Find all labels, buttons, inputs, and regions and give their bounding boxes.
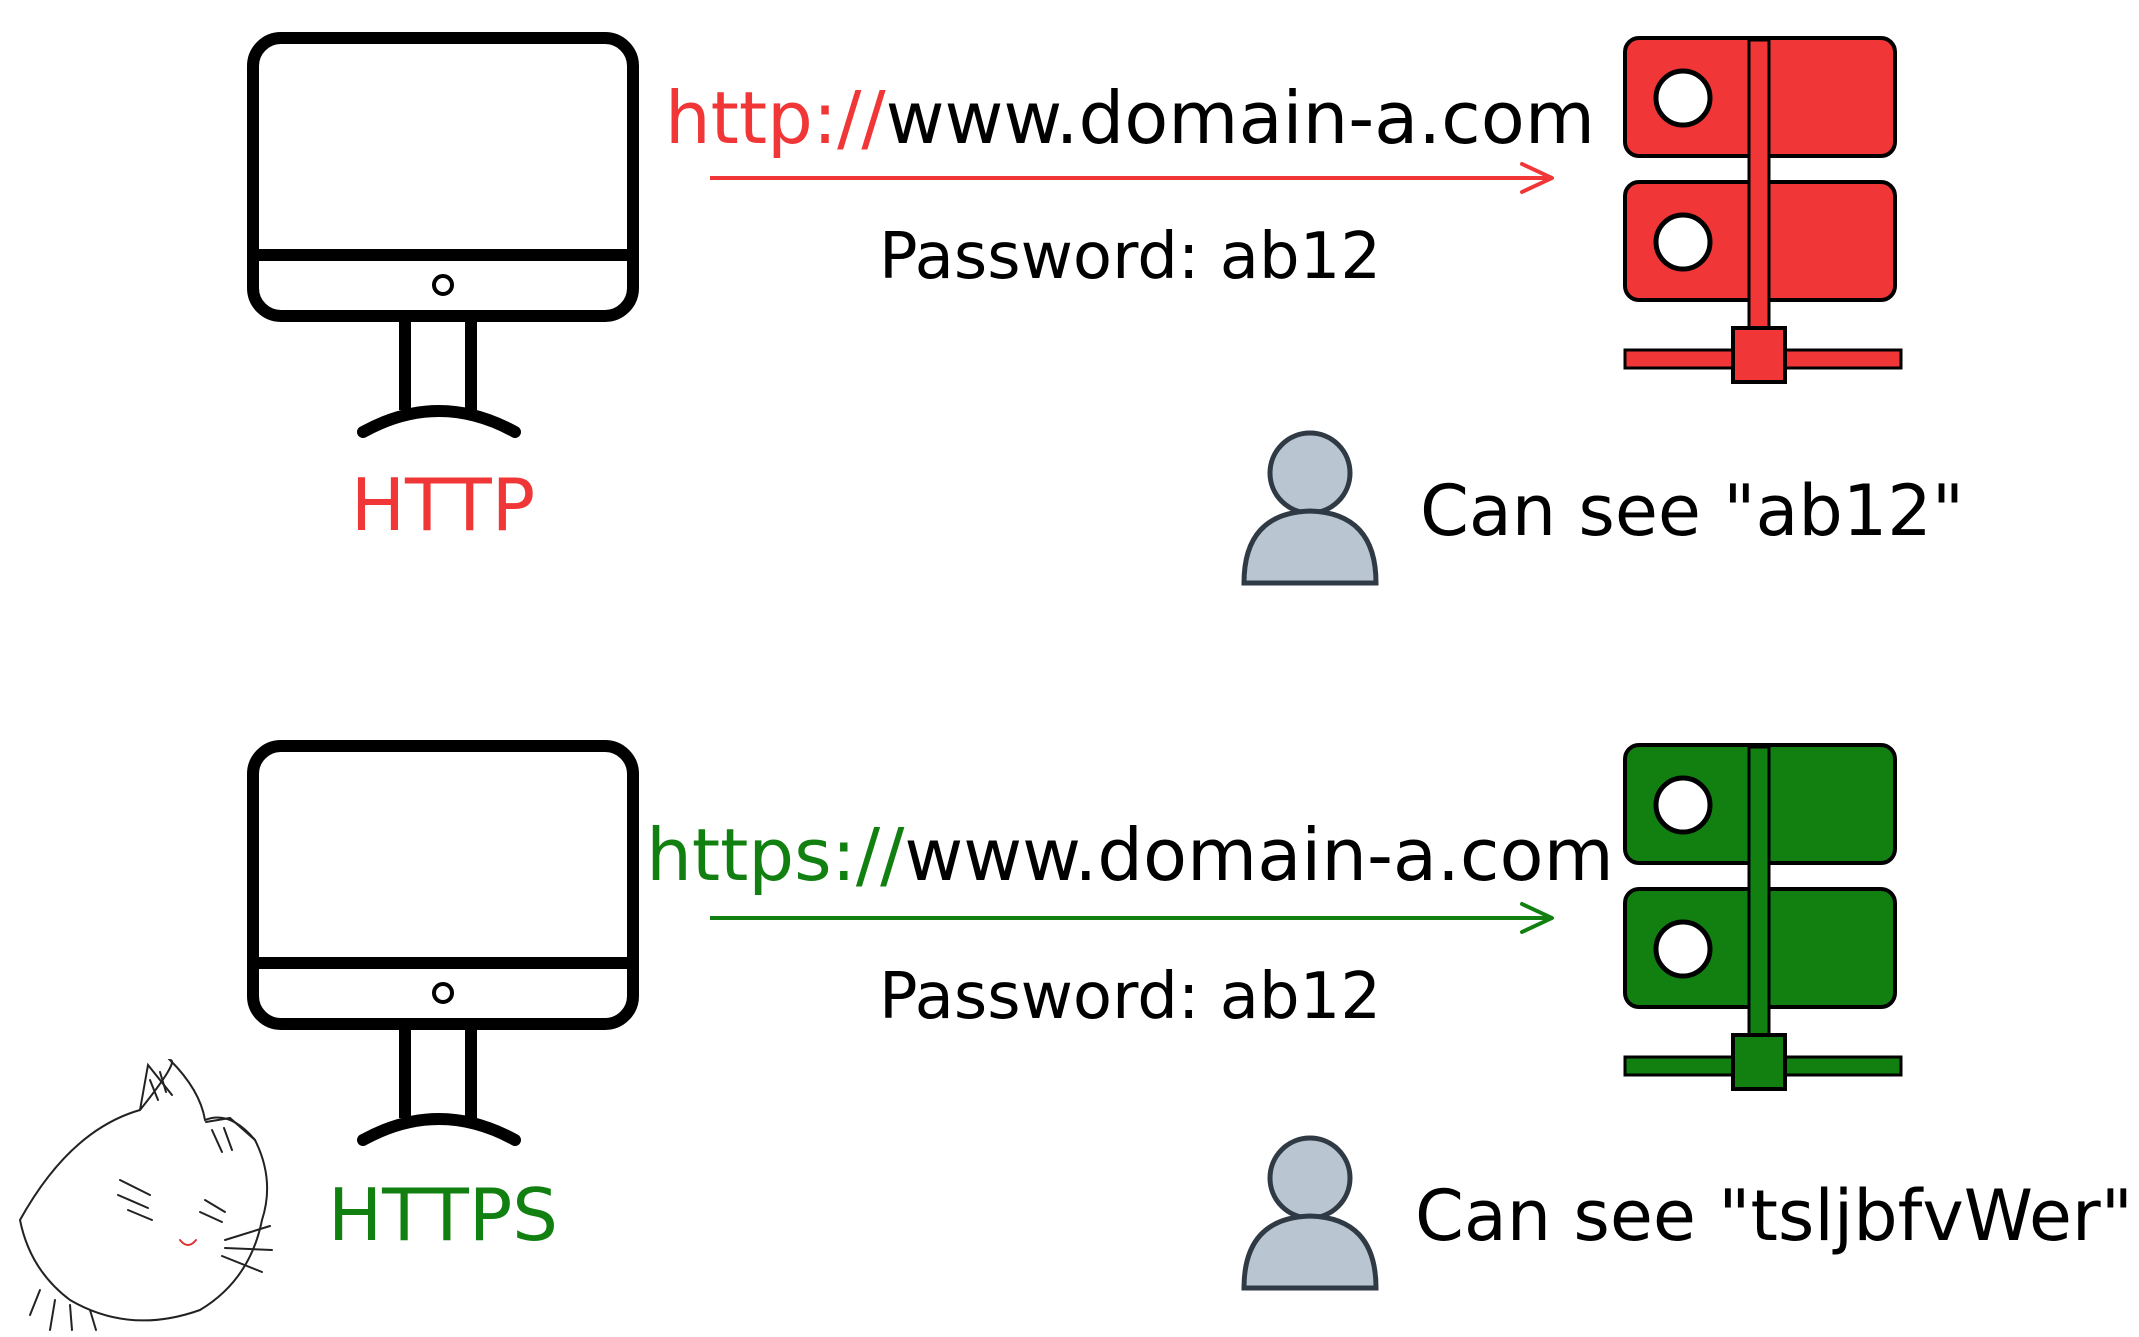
http-label: HTTP	[351, 463, 535, 547]
https-request-arrow	[710, 902, 1554, 934]
http-server-icon	[1623, 36, 1903, 384]
https-url: https://www.domain-a.com	[646, 813, 1613, 897]
https-url-host: www.domain-a.com	[904, 813, 1613, 897]
http-observer-text: Can see "ab12"	[1420, 470, 1964, 552]
http-client-monitor-icon	[253, 38, 633, 432]
https-eavesdropper-person-icon	[1244, 1138, 1376, 1288]
http-url: http://www.domain-a.com	[665, 76, 1595, 160]
http-eavesdropper-person-icon	[1244, 433, 1376, 583]
https-password-text: Password: ab12	[879, 960, 1381, 1034]
https-client-monitor-icon	[253, 746, 633, 1140]
http-url-host: www.domain-a.com	[886, 76, 1595, 160]
https-label: HTTPS	[328, 1173, 558, 1257]
https-observer-text: Can see "tsljbfvWer"	[1415, 1175, 2133, 1257]
cat-doodle-icon	[18, 1058, 273, 1331]
https-url-scheme: https://	[646, 813, 905, 897]
http-request-arrow	[710, 162, 1554, 194]
https-server-icon	[1623, 743, 1903, 1091]
http-password-text: Password: ab12	[879, 220, 1381, 294]
http-url-scheme: http://	[665, 76, 886, 160]
